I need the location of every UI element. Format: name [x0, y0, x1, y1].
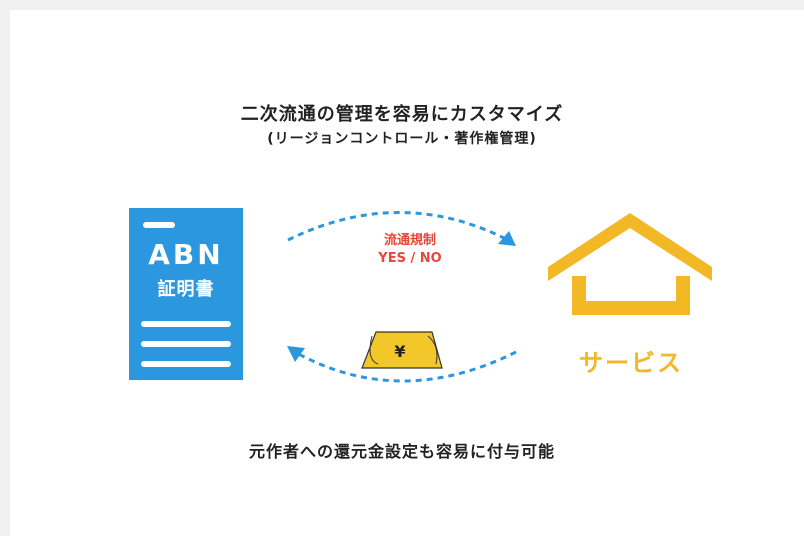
- doc-line-2: [141, 341, 231, 347]
- certificate-label: 証明書: [157, 279, 215, 300]
- doc-line-3: [141, 361, 231, 367]
- house-icon: [548, 213, 712, 315]
- distribution-control-title: 流通規制: [383, 233, 436, 248]
- distribution-control-value: YES / NO: [378, 251, 442, 266]
- abn-certificate: ABN 証明書: [129, 208, 243, 380]
- top-arrowhead-icon: [498, 231, 516, 246]
- diagram-subtitle: (リージョンコントロール・著作権管理): [267, 131, 537, 147]
- certificate-abn-text: ABN: [148, 238, 224, 271]
- doc-line-1: [141, 321, 231, 327]
- doc-top-line: [143, 222, 175, 228]
- royalty-caption: 元作者への還元金設定も容易に付与可能: [248, 442, 555, 461]
- yen-symbol: ¥: [394, 342, 406, 361]
- bottom-arrowhead-icon: [287, 346, 305, 362]
- service-label: サービス: [579, 349, 683, 377]
- top-flow-arrow: [287, 211, 509, 242]
- diagram-title: 二次流通の管理を容易にカスタマイズ: [240, 104, 564, 125]
- bottom-flow-arrow: [294, 350, 517, 383]
- distribution-control-label: 流通規制 YES / NO: [350, 232, 470, 268]
- yen-ticket-icon: [361, 331, 443, 369]
